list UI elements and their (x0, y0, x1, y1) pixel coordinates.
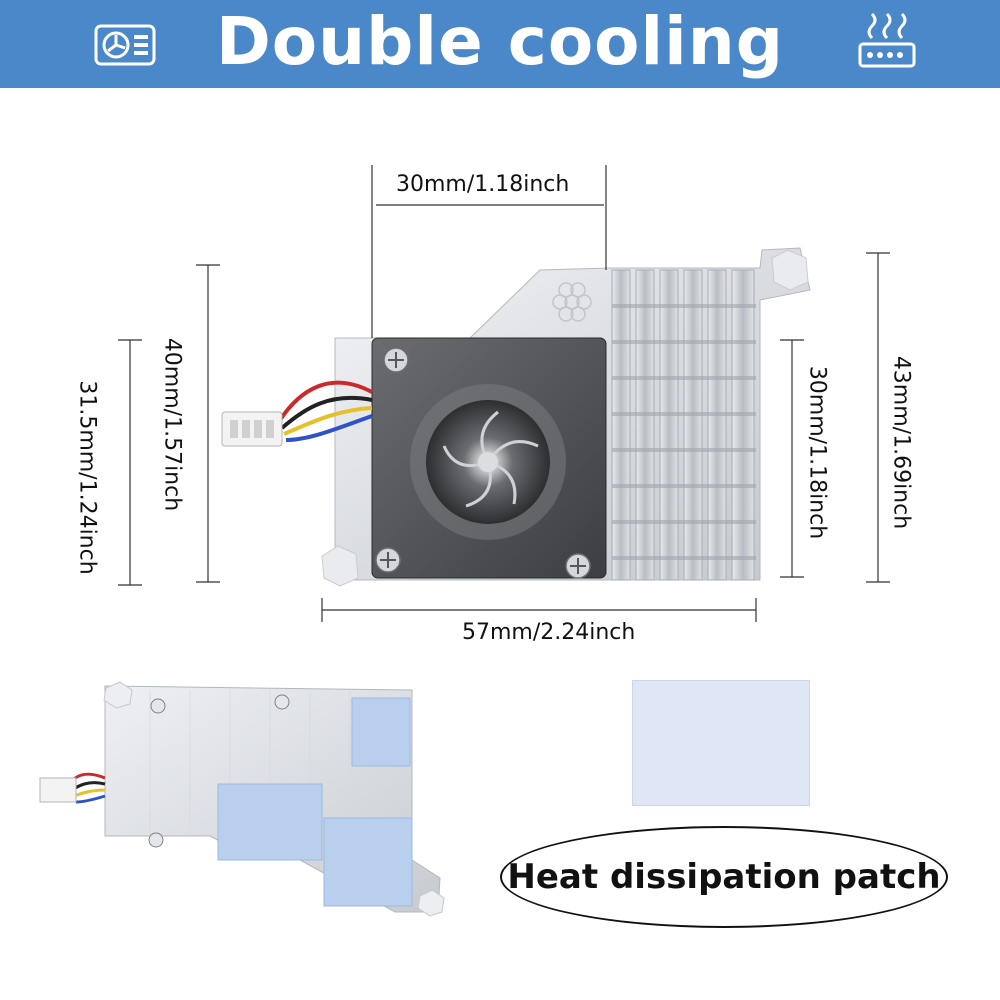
dimension-right-inner-height: 30mm/1.18inch (804, 365, 830, 540)
heatsink-backside (39, 681, 445, 917)
fan-heatsink-product (118, 165, 890, 622)
heat-dissipation-patch-sample (632, 680, 810, 806)
dimension-left-outer-height: 31.5mm/1.24inch (74, 380, 100, 575)
patch-label: Heat dissipation patch (500, 826, 948, 928)
dimension-left-inner-height: 40mm/1.57inch (159, 337, 185, 512)
dimension-right-outer-height: 43mm/1.69inch (888, 355, 914, 530)
heatsink-heat-icon (858, 12, 916, 68)
dimension-bottom-width: 57mm/2.24inch (462, 620, 636, 645)
header-banner (0, 0, 1000, 88)
page-title: Double cooling (215, 3, 784, 80)
dimension-top-width: 30mm/1.18inch (396, 172, 570, 197)
fan-card-icon (94, 24, 156, 66)
